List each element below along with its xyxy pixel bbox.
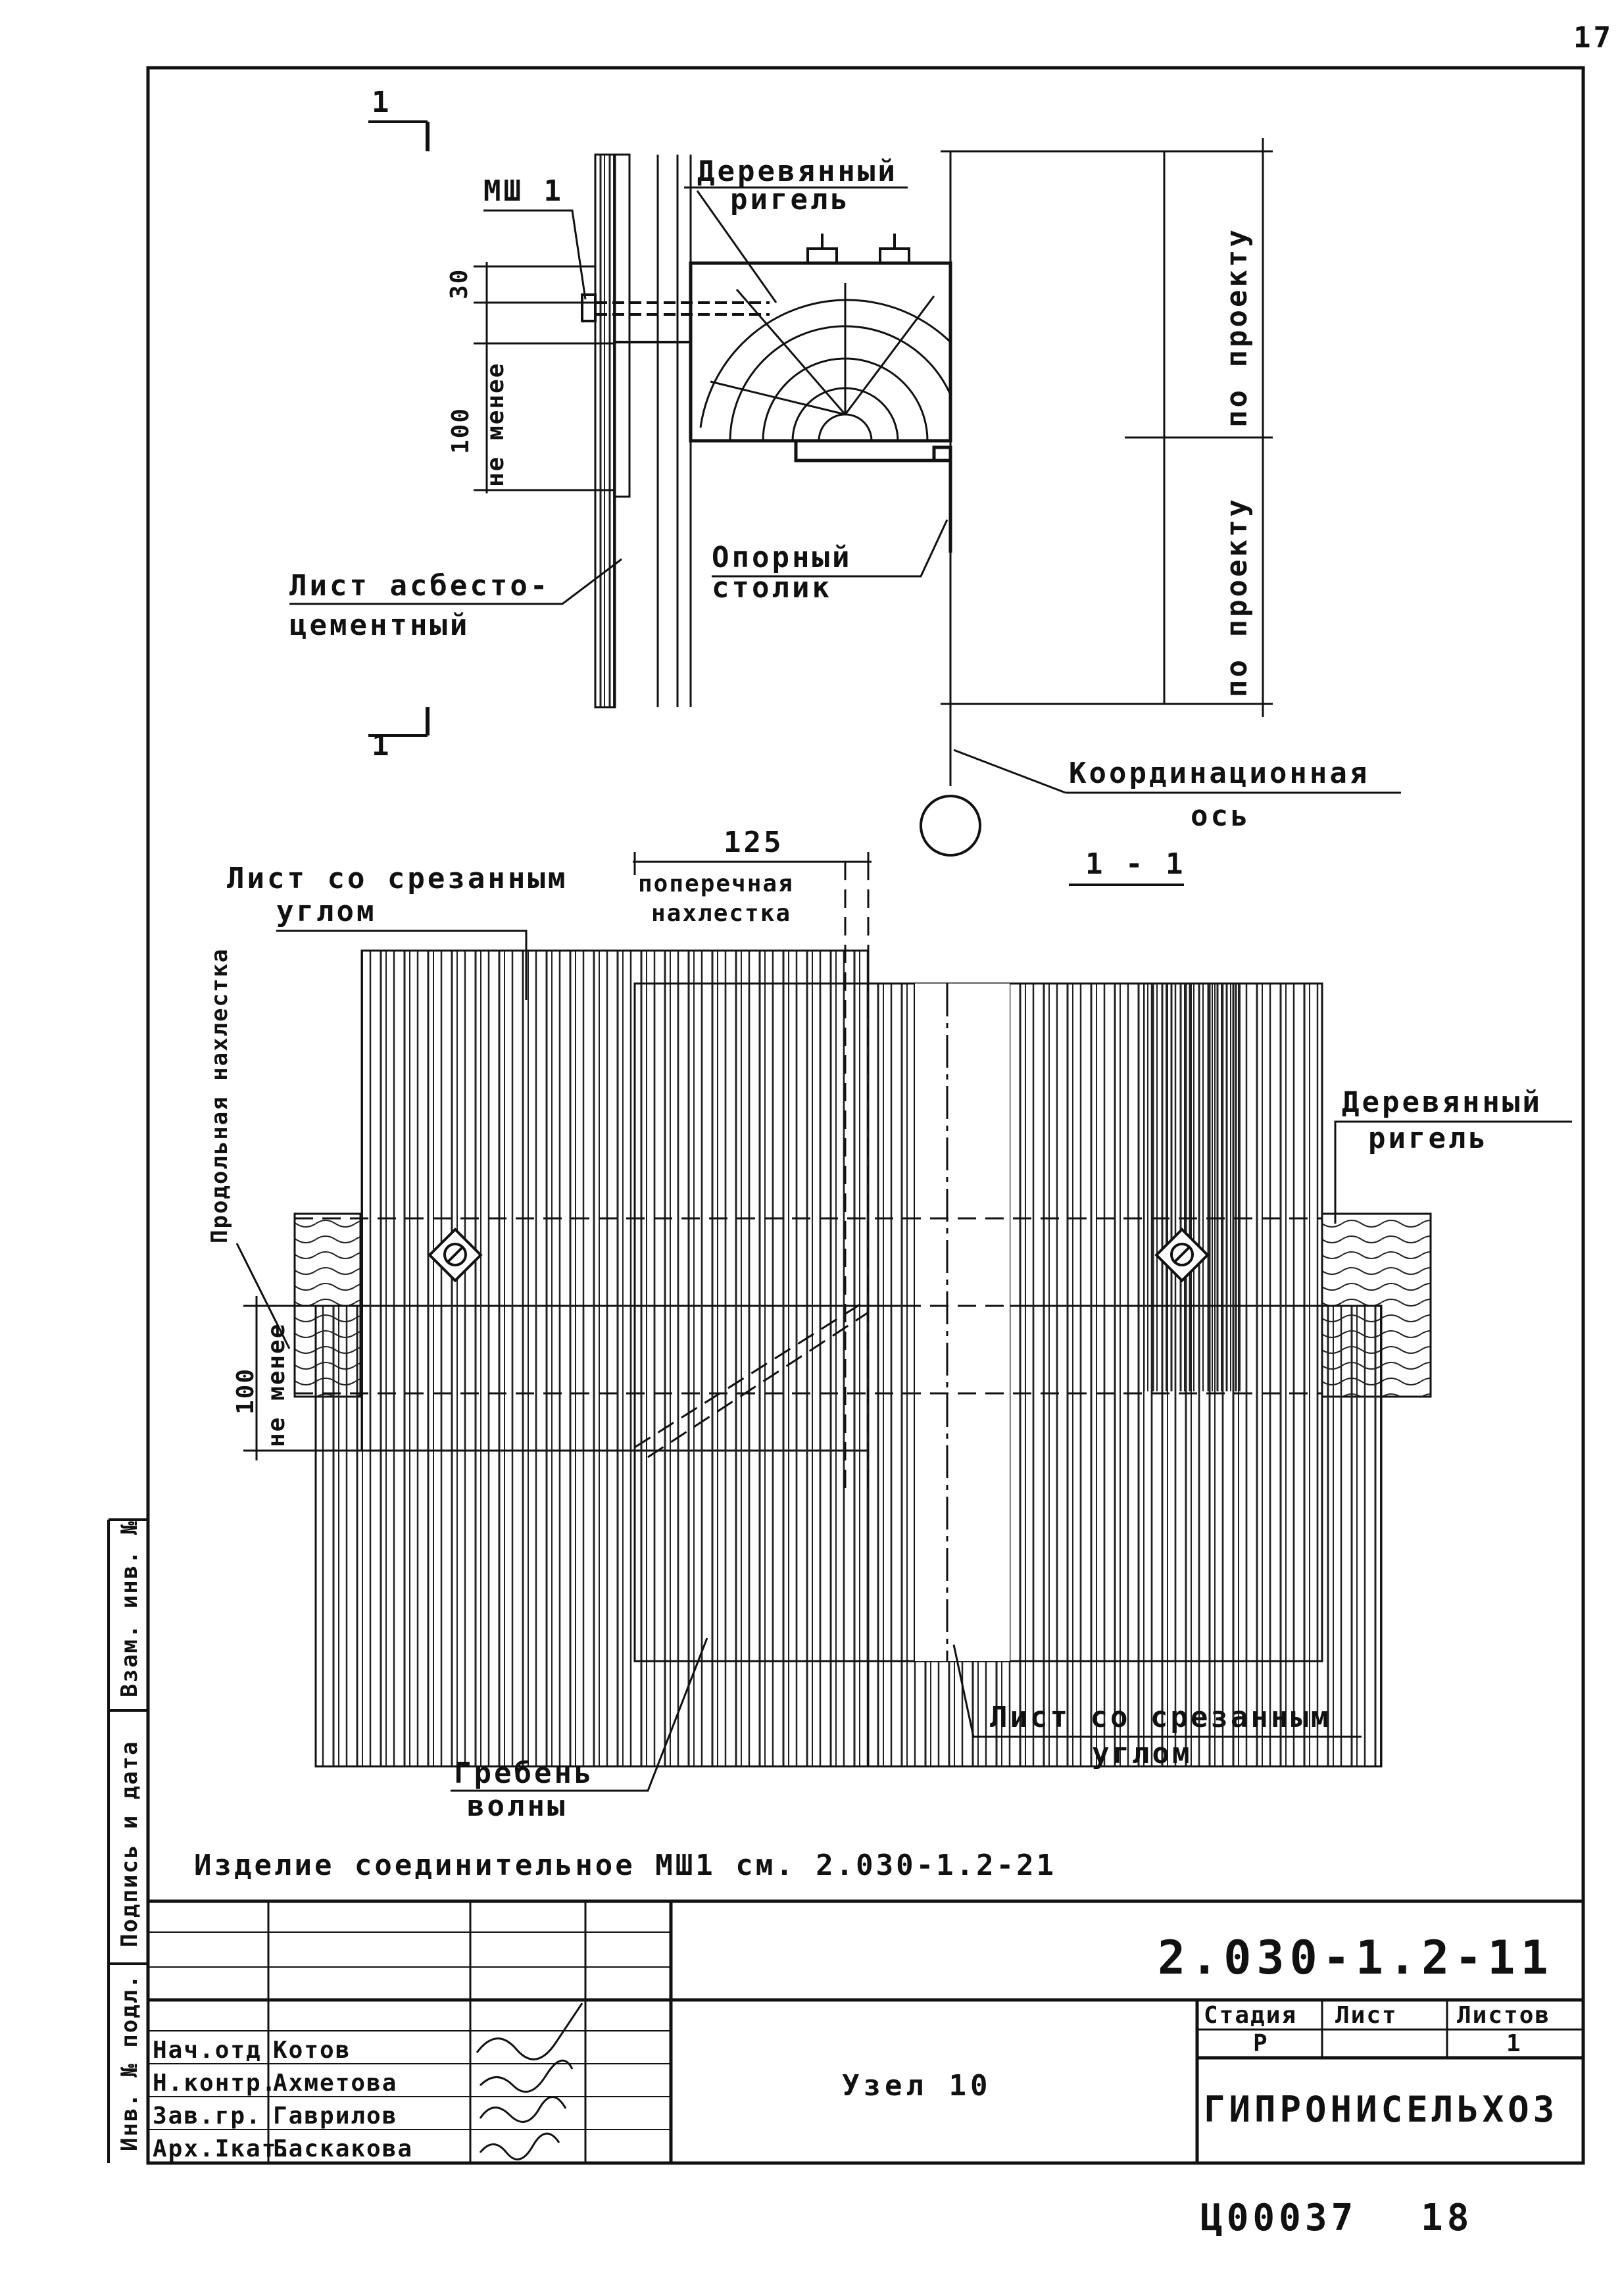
asbestos-sheet [594,153,616,709]
signature-3 [479,2096,567,2123]
sheet-title: Узел 10 [842,2069,991,2103]
washer-left [428,1227,483,1283]
dim-not-less-top: не менее [482,362,509,487]
doc-code: 2.030-1.2-11 [1158,1931,1554,1985]
page-number: 17 [1573,21,1613,55]
label-cut-corner-b2: углом [1092,1737,1192,1770]
role-1: Нач.отд [153,2037,262,2064]
label-coord-axis-2: ось [1191,799,1250,833]
axis-bubble [920,795,981,857]
stamp-sign-date: Подпись и дата [116,1740,143,1947]
signature-2 [479,2059,574,2093]
label-girder-plan-2: ригель [1368,1122,1489,1155]
stage-value: Р [1253,2030,1269,2057]
name-2: Ахметова [273,2070,397,2097]
dimension-left [474,262,615,493]
title-block [146,1899,1585,2165]
sheets-value: 1 [1506,2030,1522,2057]
section-detail: 1 1 [289,86,1401,886]
role-3: Зав.гр. [153,2103,262,2130]
role-2: Н.контр. [153,2070,277,2097]
washer-right [1154,1227,1210,1283]
label-asbestos-2: цементный [289,609,470,642]
name-4: Баскакова [273,2135,413,2162]
stamp-inv-orig: Инв. № подл. [116,1974,143,2151]
plan-view: 125 поперечная нахлестка Лист со срезанн… [207,826,1572,1823]
note-connector: Изделие соединительное МШ1 см. 2.030-1.2… [194,1849,1056,1882]
bolts [806,234,910,264]
label-coord-axis-1: Координационная [1069,757,1369,790]
name-3: Гаврилов [273,2103,397,2130]
dim-100-top: 100 [447,407,474,454]
svg-text:1: 1 [372,86,392,119]
label-support-1: Опорный [712,541,852,574]
stamp-interchange: Взам. инв. № [116,1520,143,1697]
role-4: Арх.Iкат. [153,2135,293,2162]
label-by-project-top: по проекту [1220,227,1254,428]
dim-not-less-plan: не менее [263,1323,290,1447]
signature-4 [479,2132,560,2160]
label-wave-crest-2: волны [467,1789,567,1823]
signatures-table: Нач.отд Котов Н.контр. Ахметова Зав.гр. … [153,2003,583,2162]
label-longitudinal: Продольная нахлестка [207,948,233,1243]
label-msh1: МШ 1 [483,174,564,208]
label-transverse-1: поперечная [638,870,794,897]
organization: ГИПРОНИСЕЛЬХОЗ [1204,2089,1558,2130]
label-wood-girder-1: Деревянный [697,155,898,188]
section-mark-top: 1 [368,86,430,151]
section-title: 1 - 1 [1085,847,1185,881]
label-asbestos-1: Лист асбесто- [289,569,550,603]
archive-page: 18 [1421,2197,1473,2239]
section-mark-bottom: 1 [368,707,430,762]
wood-grain [699,283,952,441]
label-by-project-bottom: по проекту [1220,497,1254,697]
label-cut-corner-1: Лист со срезанным [227,862,568,895]
archive-code: Ц00037 [1200,2197,1357,2239]
signature-1 [476,2003,583,2060]
label-transverse-2: нахлестка [651,900,791,927]
support-table [794,441,952,553]
sheets-header: Листов [1457,2002,1550,2029]
wooden-girder-section [689,261,952,443]
label-wave-crest-1: Гребень [454,1756,594,1790]
label-girder-plan-1: Деревянный [1342,1085,1542,1119]
dim-100-plan: 100 [232,1368,259,1414]
stage-header: Стадия [1204,2002,1297,2029]
connector-msh1 [581,293,770,322]
side-stamp: Взам. инв. № Подпись и дата Инв. № подл. [107,1518,148,2163]
name-1: Котов [273,2037,351,2064]
dim-30: 30 [446,268,473,299]
label-cut-corner-b1: Лист со срезанным [990,1701,1331,1734]
sheet-header: Лист [1335,2002,1398,2029]
label-cut-corner-2: углом [276,895,376,928]
svg-text:1: 1 [372,729,392,762]
hidden-lines [295,862,1322,1493]
dim-125: 125 [724,826,783,859]
